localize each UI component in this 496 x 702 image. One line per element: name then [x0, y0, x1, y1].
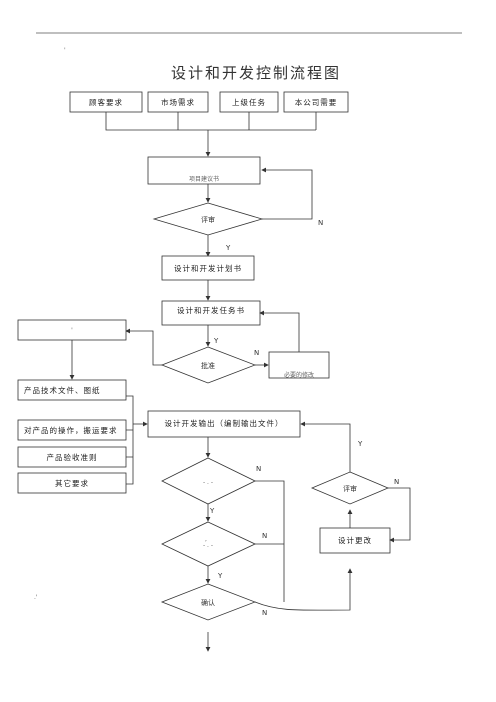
- change-label: 设计更改: [338, 535, 372, 545]
- decision-b-no-label: N: [262, 532, 267, 540]
- doc-label: 对产品的操作，搬运要求: [24, 425, 118, 435]
- change-box: [319, 527, 391, 554]
- confirm-diamond: [160, 583, 257, 621]
- review1-no-label: N: [318, 219, 323, 227]
- modify-box: [268, 351, 330, 379]
- review2-diamond: [310, 471, 390, 505]
- review1-label: 评审: [201, 215, 215, 224]
- review2-label: 评审: [343, 484, 357, 493]
- docs-bracket: [126, 395, 134, 485]
- approve-yes-arrow: [125, 328, 162, 366]
- doc-box: [17, 379, 127, 401]
- plan-label: 设计和开发计划书: [174, 263, 242, 273]
- input-boxes: 顾客要求 市场需求 上级任务 本公司需要: [69, 91, 349, 113]
- arrow-to-change: [254, 568, 353, 611]
- input-label: 本公司需要: [295, 97, 338, 107]
- review1-no-loop: [261, 167, 313, 220]
- output-label: 设计开发输出（编制输出文件）: [165, 418, 284, 428]
- doc-label: 其它要求: [55, 478, 89, 488]
- output-box: [147, 410, 301, 438]
- svg-text:': ': [64, 47, 66, 54]
- confirm-label: 确认: [201, 598, 215, 607]
- svg-text:,: ,: [205, 536, 207, 543]
- decision-b-yes-label: Y: [217, 572, 223, 580]
- modify-back-arrow: [259, 310, 300, 352]
- svg-text:.': .': [34, 594, 38, 601]
- task-yes-label: Y: [213, 337, 219, 345]
- review2-no-loop: [388, 487, 411, 543]
- task-label: 设计和开发任务书: [177, 305, 245, 315]
- review2-no-label: N: [394, 478, 399, 486]
- approve-diamond: [160, 346, 257, 384]
- modify-label: 必要的修改: [284, 371, 314, 379]
- doc-label: 产品验收准则: [47, 452, 98, 462]
- approve-label: 批准: [201, 361, 215, 370]
- decision-a-no-label: N: [256, 465, 261, 473]
- review2-yes-arrow: [300, 421, 351, 472]
- input-label: 上级任务: [232, 97, 266, 107]
- review2-yes-label: Y: [357, 440, 363, 448]
- no-collector-line: [255, 480, 285, 602]
- doc-box: [17, 472, 127, 494]
- decision-a-yes-label: Y: [209, 507, 215, 515]
- page-title: 设计和开发控制流程图: [171, 64, 341, 82]
- input-label: 市场需求: [161, 97, 195, 107]
- proposal-box: [147, 156, 261, 185]
- proposal-label: 项目建议书: [189, 175, 219, 183]
- confirm-no-label: N: [262, 609, 267, 617]
- plan-box: [161, 255, 255, 281]
- svg-text:': ': [71, 327, 73, 334]
- doc-label: 产品技术文件、图纸: [24, 385, 101, 395]
- left-docs: 产品技术文件、图纸 对产品的操作，搬运要求 产品验收准则 其它要求: [17, 379, 127, 494]
- svg-text:- . -: - . -: [203, 479, 213, 486]
- input-label: 顾客要求: [89, 97, 123, 107]
- approve-no-label: N: [254, 349, 259, 357]
- review1-yes-label: Y: [225, 244, 231, 252]
- task-box: [161, 300, 261, 326]
- merge-lines: [105, 112, 317, 131]
- svg-text:- . -: - . -: [203, 542, 213, 549]
